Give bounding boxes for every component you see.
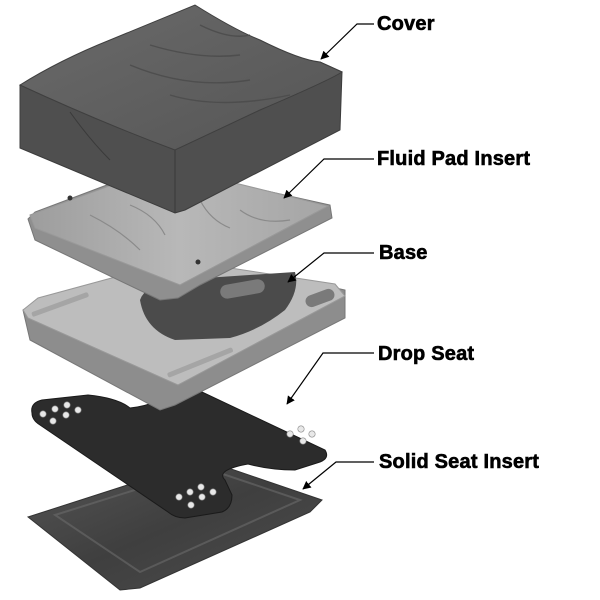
label-drop-seat: Drop Seat	[378, 343, 475, 365]
label-cover: Cover	[377, 13, 435, 35]
leader-line-drop-seat	[286, 352, 374, 405]
label-base: Base	[379, 242, 428, 264]
label-solid-seat-insert: Solid Seat Insert	[379, 451, 540, 473]
leader-line-cover	[320, 23, 374, 60]
leader-line-solid-seat-insert	[302, 461, 374, 490]
drop-seat-part	[31, 383, 328, 519]
leader-line-fluid-pad-insert	[283, 158, 374, 199]
cover-part	[18, 4, 344, 214]
leader-lines	[283, 23, 374, 490]
label-fluid-pad-insert: Fluid Pad Insert	[377, 148, 531, 170]
fluid-pad-insert-part	[27, 179, 333, 301]
base-part	[22, 259, 346, 411]
leader-line-base	[287, 252, 374, 283]
